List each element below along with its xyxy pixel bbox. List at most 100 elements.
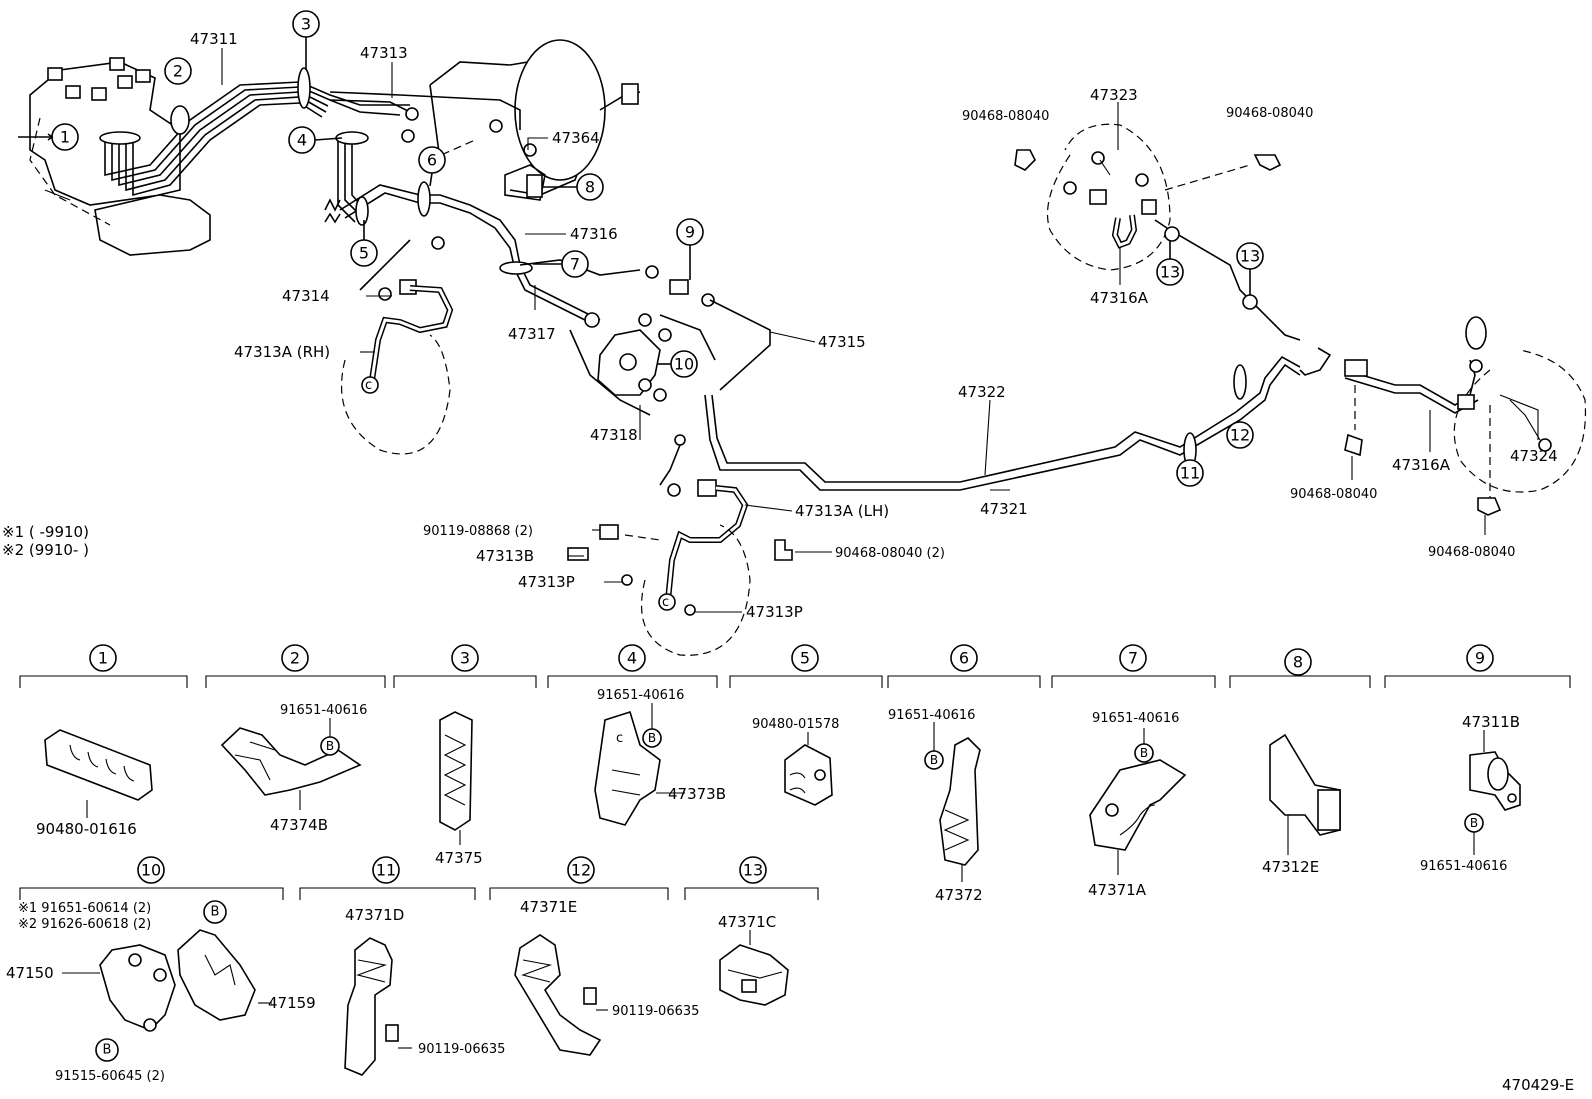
detail-9-part: 47311B <box>1462 713 1520 731</box>
b-marker-d10a: B <box>211 905 220 920</box>
detail-3-part: 47375 <box>435 849 483 867</box>
detail-10-p2: 47159 <box>268 994 316 1012</box>
detail-2-bracket: B 91651-40616 47374B <box>220 703 367 834</box>
detail-header-5: 5 <box>800 649 810 668</box>
label-90119-08868: 90119-08868 (2) <box>423 524 533 539</box>
label-47313A-lh: 47313A (LH) <box>795 502 889 520</box>
center-pipes: c <box>519 259 793 656</box>
detail-header-9: 9 <box>1475 649 1485 668</box>
callout-8: 8 <box>585 178 595 197</box>
detail-10-note1: ※1 91651-60614 (2) <box>18 901 151 916</box>
detail-brackets-row1 <box>19 675 1571 900</box>
label-47321: 47321 <box>980 500 1028 518</box>
detail-8-part: 47312E <box>1262 858 1319 876</box>
detail-2-part: 47374B <box>270 816 328 834</box>
detail-10-p1: 47150 <box>6 964 54 982</box>
detail-header-3: 3 <box>460 649 470 668</box>
detail-3-clamp: 47375 <box>435 711 483 867</box>
detail-header-13: 13 <box>743 861 763 880</box>
label-47323: 47323 <box>1090 86 1138 104</box>
rear-brake-right <box>1344 316 1587 516</box>
detail-9-clamp: B 47311B 91651-40616 <box>1420 713 1521 874</box>
label-90468-mr: 90468-08040 <box>1290 487 1377 502</box>
callout-1: 1 <box>60 128 70 147</box>
detail-header-6: 6 <box>959 649 969 668</box>
detail-header-1: 1 <box>98 649 108 668</box>
label-47316: 47316 <box>570 225 618 243</box>
detail-4-bolt: 91651-40616 <box>597 688 684 703</box>
callout-5: 5 <box>359 244 369 263</box>
detail-13-part: 47371C <box>718 913 776 931</box>
label-47322: 47322 <box>958 383 1006 401</box>
b-marker-d4: B <box>648 731 656 745</box>
detail-13-clamp: 47371C <box>718 913 789 1006</box>
label-47364: 47364 <box>552 129 600 147</box>
label-90468-tr: 90468-08040 <box>1226 106 1313 121</box>
detail-5-part: 90480-01578 <box>752 717 839 732</box>
callout-10: 10 <box>674 355 694 374</box>
b-marker-d9: B <box>1470 816 1478 830</box>
label-47316A-a: 47316A <box>1090 289 1149 307</box>
detail-11-bracket: 47371D 90119-06635 <box>344 906 505 1076</box>
label-47316A-b: 47316A <box>1392 456 1451 474</box>
detail-header-12: 12 <box>571 861 591 880</box>
label-90468-tl: 90468-08040 <box>962 109 1049 124</box>
callout-3: 3 <box>301 15 311 34</box>
label-90468-08040-2: 90468-08040 (2) <box>835 546 945 561</box>
label-47314: 47314 <box>282 287 330 305</box>
detail-header-8: 8 <box>1293 653 1303 672</box>
note-1: ※1 ( -9910) <box>2 523 89 541</box>
detail-7-part: 47371A <box>1088 881 1147 899</box>
detail-1-clamp: 90480-01616 <box>36 729 153 838</box>
callout-9: 9 <box>685 223 695 242</box>
diagram-id: 470429-E <box>1502 1076 1574 1094</box>
detail-4-clamp: c B 91651-40616 47373B <box>594 688 726 826</box>
label-47313B: 47313B <box>476 547 534 565</box>
detail-1-part: 90480-01616 <box>36 820 137 838</box>
detail-9-bolt: 91651-40616 <box>1420 859 1507 874</box>
rear-main-pipes <box>704 347 1332 491</box>
detail-12-part: 47371E <box>520 898 577 916</box>
detail-12-bracket: 47371E 90119-06635 <box>514 898 699 1056</box>
label-47318: 47318 <box>590 426 638 444</box>
brake-booster <box>429 39 641 196</box>
callout-7: 7 <box>570 255 580 274</box>
detail-8-bracket: 47312E <box>1262 733 1341 876</box>
rh-flex-hose: c <box>341 236 454 455</box>
callout-13: 13 <box>1160 263 1180 282</box>
detail-header-4: 4 <box>627 649 637 668</box>
overview-text: 47311 47313 47364 47316 47314 47313A (RH… <box>190 30 1558 621</box>
label-47313: 47313 <box>360 44 408 62</box>
detail-5-clamp: 90480-01578 <box>752 717 839 806</box>
note-2: ※2 (9910- ) <box>2 541 89 559</box>
b-marker-d7: B <box>1140 746 1148 760</box>
label-47324: 47324 <box>1510 447 1558 465</box>
detail-2-bolt: 91651-40616 <box>280 703 367 718</box>
callout-13b: 13 <box>1240 247 1260 266</box>
detail-headers: 1 2 3 4 5 6 7 8 9 10 11 12 13 <box>89 644 1494 884</box>
detail-6-bracket: B 91651-40616 47372 <box>888 708 983 904</box>
label-47313P-a: 47313P <box>518 573 575 591</box>
label-47313P-b: 47313P <box>746 603 803 621</box>
b-marker-d2: B <box>326 739 334 753</box>
label-47315: 47315 <box>818 333 866 351</box>
detail-11-part: 47371D <box>345 906 404 924</box>
detail-header-11: 11 <box>376 861 396 880</box>
detail-11-bolt: 90119-06635 <box>418 1042 505 1057</box>
label-47317: 47317 <box>508 325 556 343</box>
b-marker-d10b: B <box>103 1043 112 1058</box>
detail-6-part: 47372 <box>935 886 983 904</box>
detail-10-bolt: 91515-60645 (2) <box>55 1069 165 1084</box>
detail-header-2: 2 <box>290 649 300 668</box>
detail-4-part: 47373B <box>668 785 726 803</box>
svg-text:c: c <box>662 595 669 610</box>
overview-leaders <box>221 48 1539 613</box>
overview-callouts: 1 2 3 4 5 6 7 8 9 10 11 12 13 13 <box>18 10 1264 487</box>
notes-block: ※1 ( -9910) ※2 (9910- ) <box>2 523 89 559</box>
label-90468-br: 90468-08040 <box>1428 545 1515 560</box>
detail-7-bolt: 91651-40616 <box>1092 711 1179 726</box>
detail-header-7: 7 <box>1128 649 1138 668</box>
callout-6: 6 <box>427 151 437 170</box>
detail-4-c-mark: c <box>616 731 623 746</box>
